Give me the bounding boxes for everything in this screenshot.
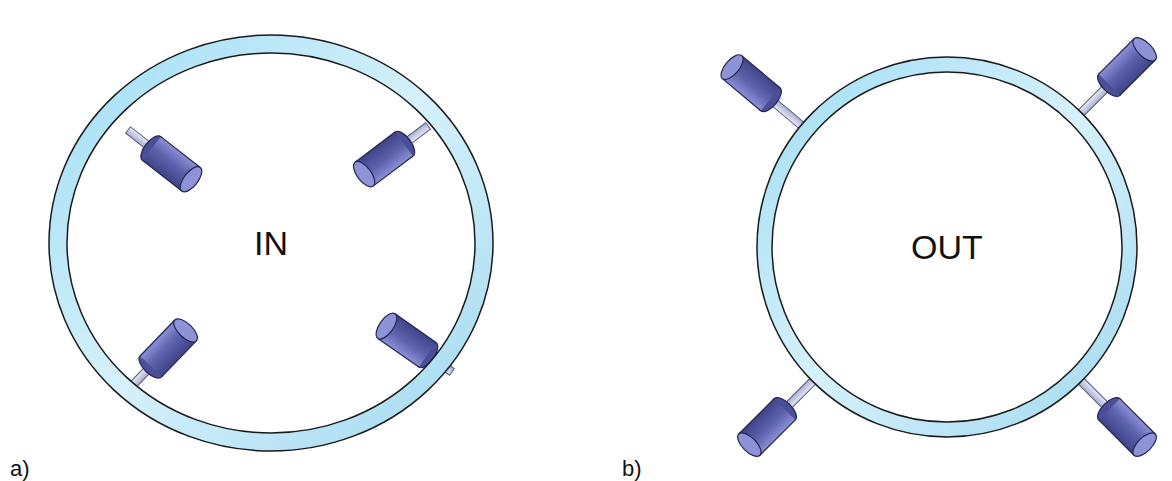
cylinder	[1069, 34, 1160, 125]
ring	[757, 57, 1137, 437]
panel-label: b)	[622, 456, 642, 481]
ring-label: OUT	[911, 228, 983, 267]
cylinder	[717, 51, 812, 138]
cylinder	[119, 118, 206, 195]
cylinder	[349, 114, 437, 190]
cylinder	[734, 369, 825, 460]
ring-label: IN	[254, 224, 288, 263]
cylinder	[1069, 369, 1160, 460]
panel-label: a)	[10, 456, 30, 481]
ring-node: OUT	[757, 57, 1137, 437]
ring	[49, 35, 493, 451]
ring-node: IN	[49, 35, 493, 451]
